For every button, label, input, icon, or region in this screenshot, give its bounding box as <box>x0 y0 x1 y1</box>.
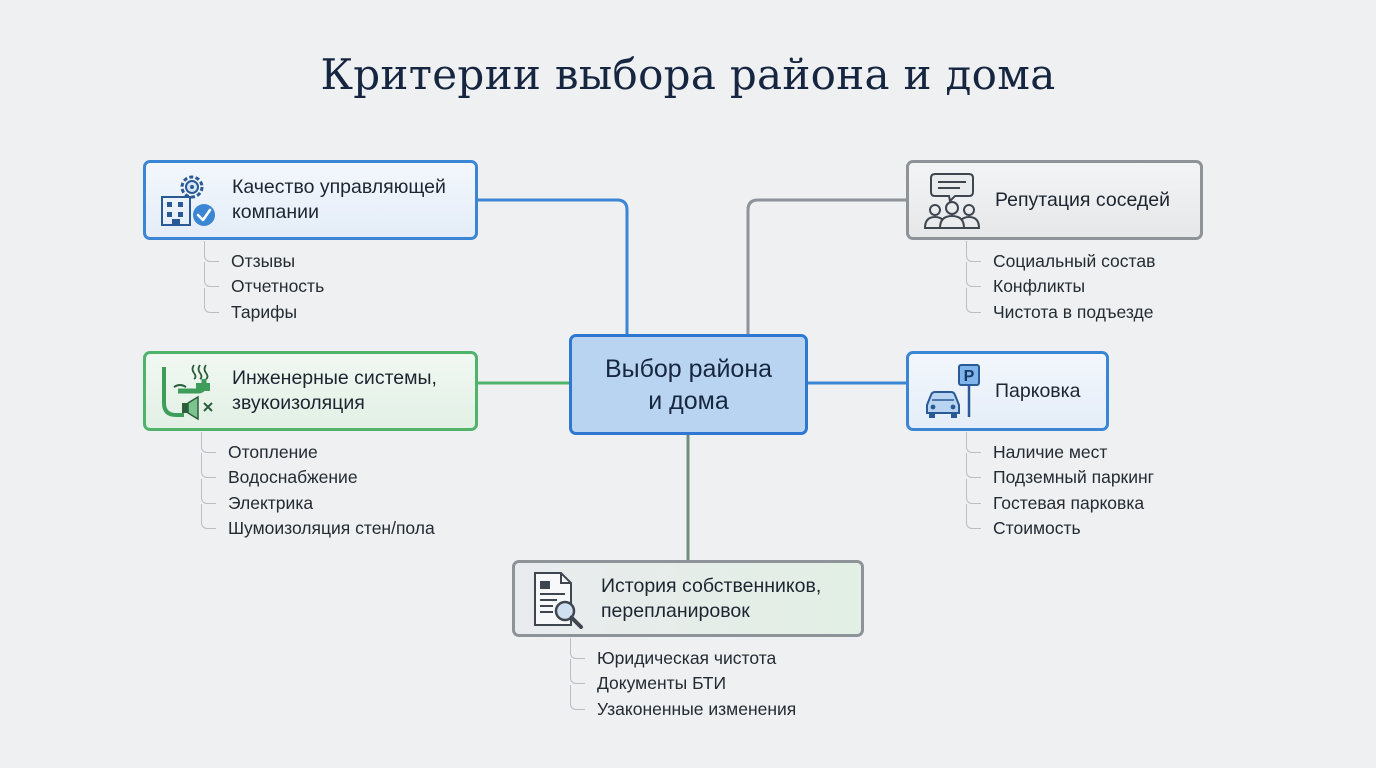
node-ownership-history[interactable]: История собственников, перепланировок <box>512 560 864 637</box>
link-neighbors <box>746 198 906 334</box>
document-magnifier-icon <box>534 571 583 629</box>
list-item: Отопление <box>201 431 435 465</box>
list-item: Стоимость <box>966 503 1154 541</box>
parking-criteria-list: Наличие мест Подземный паркинг Гостевая … <box>966 431 1154 542</box>
node-title-line1: Качество управляющей <box>232 176 446 198</box>
management-criteria-list: Отзывы Отчетность Тарифы <box>204 240 324 325</box>
node-title-line2: компании <box>232 201 319 223</box>
node-title-line1: Репутация соседей <box>995 188 1170 211</box>
list-item: Тарифы <box>204 287 324 325</box>
neighbors-criteria-list: Социальный состав Конфликты Чистота в по… <box>966 240 1155 325</box>
list-item: Социальный состав <box>966 240 1155 274</box>
list-item: Гостевая парковка <box>966 478 1154 516</box>
list-item: Юридическая чистота <box>570 637 796 671</box>
node-title-line2: перепланировок <box>601 599 750 622</box>
center-node-label: Выбор района и дома <box>604 354 773 415</box>
engineering-criteria-list: Отопление Водоснабжение Электрика Шумоиз… <box>201 431 435 542</box>
list-item: Электрика <box>201 478 435 516</box>
parking-sign-letter: P <box>964 368 975 385</box>
node-neighbors-reputation[interactable]: Репутация соседей <box>906 160 1203 240</box>
node-title-line1: Парковка <box>995 379 1081 402</box>
node-management-company[interactable]: Качество управляющей компании <box>143 160 478 240</box>
list-item: Подземный паркинг <box>966 453 1154 490</box>
list-item: Узаконенные изменения <box>570 684 796 722</box>
history-criteria-list: Юридическая чистота Документы БТИ Узакон… <box>570 637 796 722</box>
center-node[interactable]: Выбор района и дома <box>569 334 808 435</box>
node-title-line1: Инженерные системы, <box>232 367 437 389</box>
list-item: Отчетность <box>204 262 324 299</box>
node-title-line2: звукоизоляция <box>232 392 365 414</box>
people-speech-bubble-icon <box>923 173 981 229</box>
list-item: Чистота в подъезде <box>966 287 1155 325</box>
list-item: Конфликты <box>966 262 1155 299</box>
diagram-title: Критерии выбора района и дома <box>320 50 1056 99</box>
building-gear-check-icon <box>161 175 215 226</box>
list-item: Документы БТИ <box>570 659 796 696</box>
list-item: Отзывы <box>204 240 324 274</box>
node-engineering-systems[interactable]: Инженерные системы, звукоизоляция <box>143 351 478 431</box>
node-title-line1: История собственников, <box>601 574 822 597</box>
list-item: Водоснабжение <box>201 453 435 490</box>
list-item: Шумоизоляция стен/пола <box>201 503 435 541</box>
pipes-speaker-mute-icon <box>162 364 213 421</box>
link-management <box>478 198 629 334</box>
list-item: Наличие мест <box>966 431 1154 465</box>
car-parking-sign-icon: P <box>926 364 980 418</box>
node-parking[interactable]: P Парковка <box>906 351 1109 431</box>
